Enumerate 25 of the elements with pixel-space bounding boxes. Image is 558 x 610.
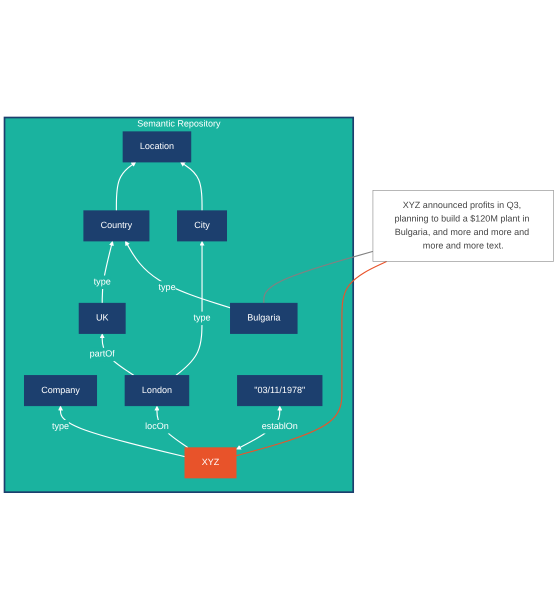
- edge-label: type: [94, 277, 111, 287]
- connector: [263, 251, 374, 304]
- edge-label: type: [158, 282, 176, 293]
- node-box: London: [124, 375, 190, 406]
- edge-label: partOf: [90, 350, 115, 360]
- node-box: City: [177, 210, 228, 242]
- node-box: "03/11/1978": [237, 375, 322, 406]
- node-box: XYZ: [184, 447, 236, 478]
- node-box: Country: [83, 210, 150, 242]
- node-box: XYZ announced profits in Q3, planning to build a $120M plant in Bulgaria, and more and more and more and more text.: [372, 190, 554, 262]
- node-box: Location: [122, 132, 192, 163]
- arrow: [58, 406, 185, 458]
- edge-label: type: [52, 422, 70, 432]
- arrow: [116, 162, 136, 211]
- arrow: [180, 162, 203, 211]
- node-box: UK: [78, 303, 126, 334]
- arrow: [125, 241, 230, 308]
- arrow: [176, 241, 205, 376]
- arrow: [102, 241, 114, 304]
- edge-label: establOn: [262, 422, 298, 432]
- node-box: Bulgaria: [230, 303, 298, 334]
- arrow: [154, 406, 188, 448]
- node-box: Company: [24, 375, 98, 406]
- edge-label: locOn: [145, 422, 169, 432]
- edge-label: type: [194, 313, 211, 324]
